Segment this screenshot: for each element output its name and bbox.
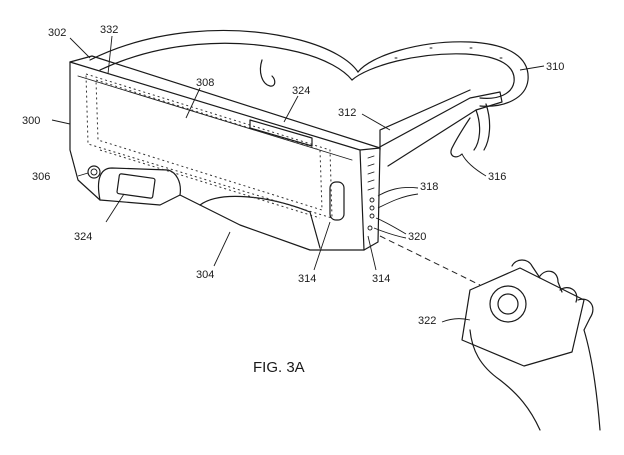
side-vent [329, 181, 345, 221]
label-300: 300 [22, 115, 40, 127]
label-314-right: 314 [372, 273, 390, 285]
handheld-device [461, 267, 585, 367]
label-320: 320 [408, 231, 426, 243]
reference-labels: 302 332 300 308 324 306 324 304 314 314 … [22, 24, 564, 327]
top-panel [249, 119, 313, 147]
label-324-front: 324 [74, 231, 92, 243]
label-310: 310 [546, 61, 564, 73]
label-318: 318 [420, 181, 438, 193]
label-306: 306 [32, 171, 50, 183]
label-312: 312 [338, 107, 356, 119]
goggle-housing [69, 55, 381, 251]
label-332: 332 [100, 24, 118, 36]
front-panel [116, 173, 156, 199]
label-302: 302 [48, 27, 66, 39]
hand [469, 259, 601, 431]
display-area [85, 73, 333, 219]
label-324-top: 324 [292, 85, 310, 97]
figure-caption: FIG. 3A [253, 359, 305, 376]
label-314-left: 314 [298, 273, 316, 285]
label-304: 304 [196, 269, 214, 281]
temple-arm [377, 89, 503, 167]
side-controls [367, 155, 375, 231]
power-button [87, 165, 101, 179]
head-strap [89, 29, 529, 107]
label-316: 316 [488, 171, 506, 183]
wireless-link [379, 235, 481, 286]
label-308: 308 [196, 77, 214, 89]
right-earphone [450, 117, 471, 158]
leader-lines [51, 35, 545, 323]
label-322: 322 [418, 315, 436, 327]
left-earphone [259, 59, 276, 87]
